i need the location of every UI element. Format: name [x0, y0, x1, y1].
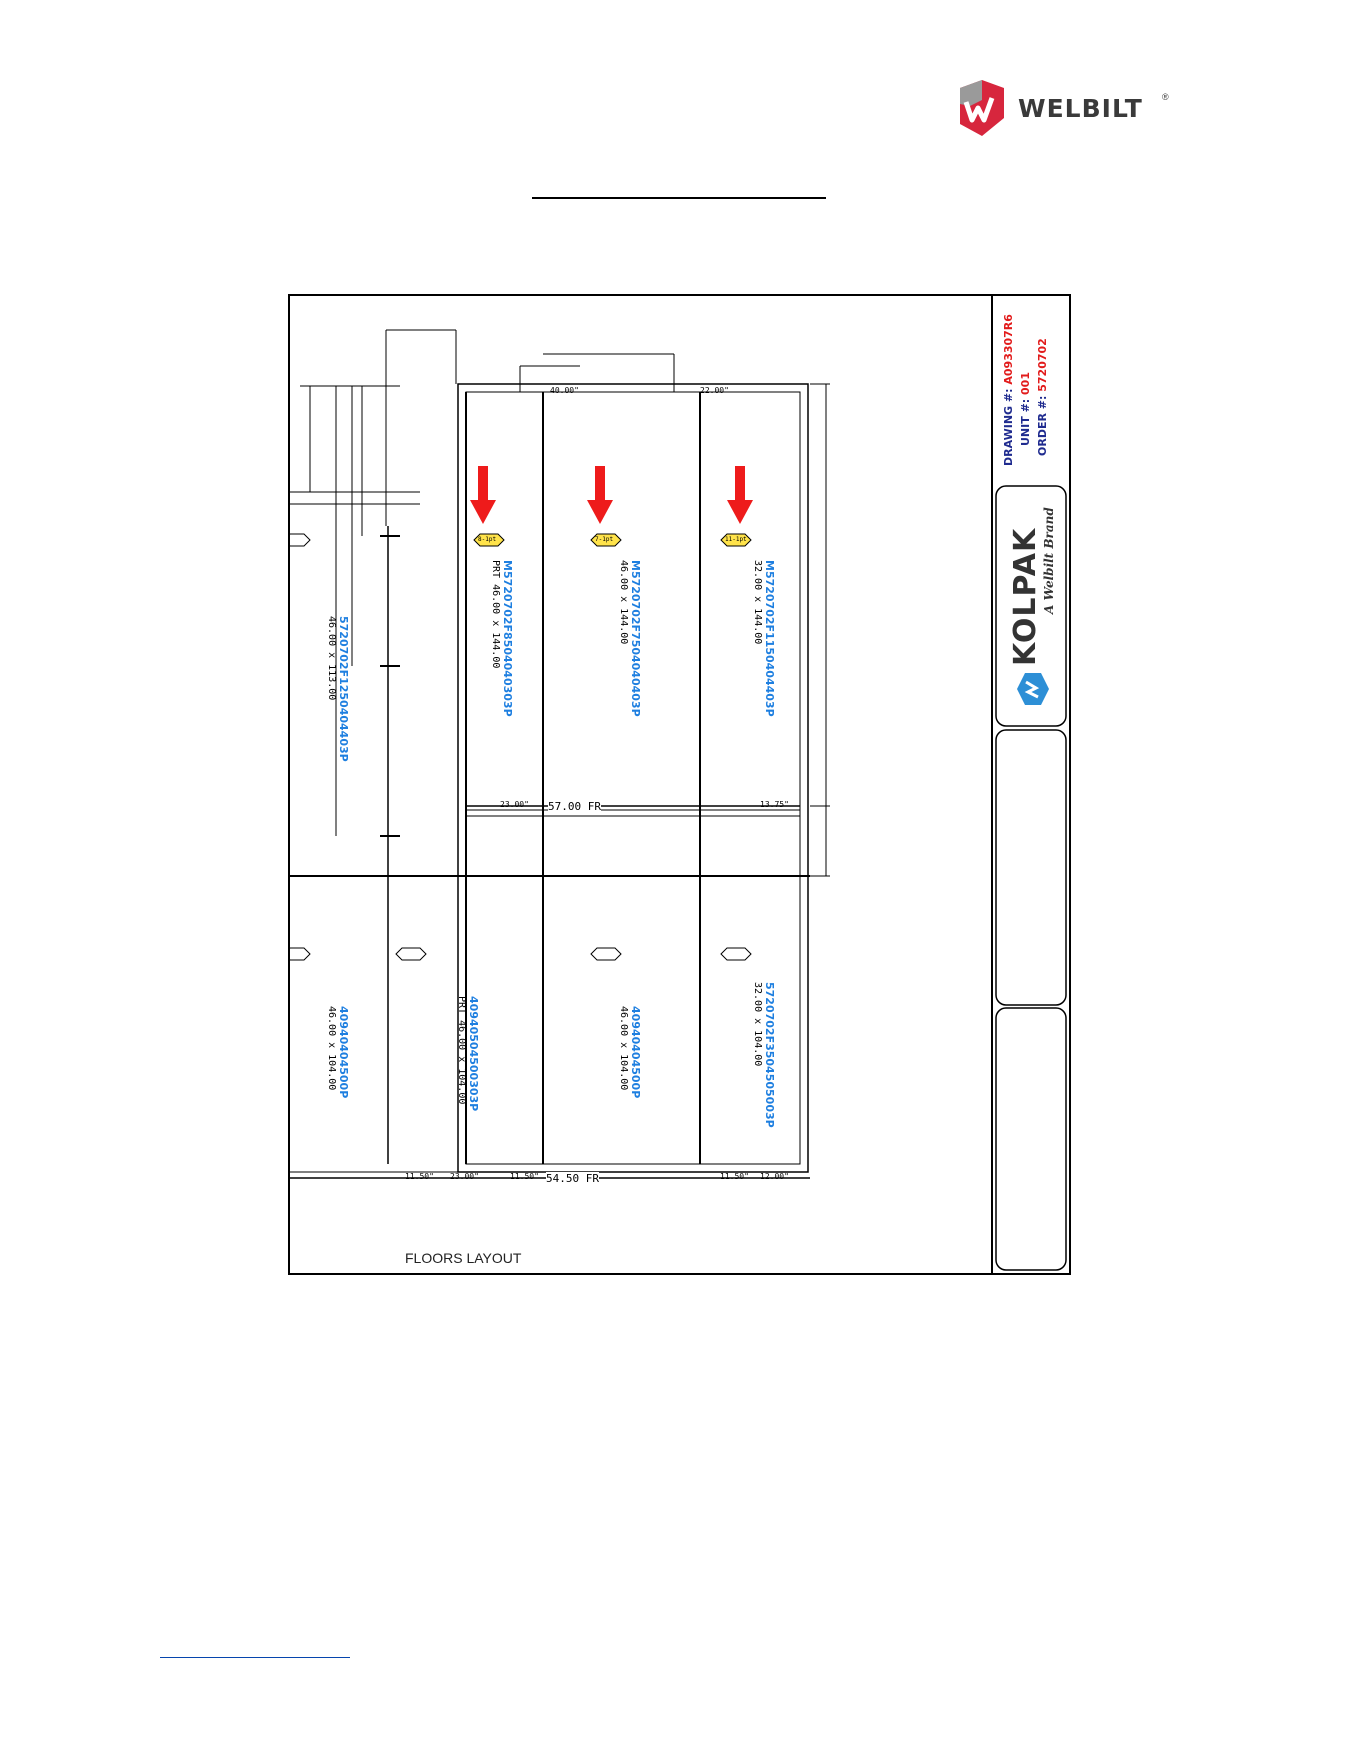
drawing-caption: FLOORS LAYOUT	[405, 1250, 522, 1266]
panel-tag: 11-1pt	[725, 536, 747, 543]
kolpak-logo: KOLPAK A Welbilt Brand	[1002, 496, 1064, 721]
footer-link[interactable]	[160, 1638, 350, 1658]
panel-label-5: 40940404500P 46.00 x 104.00	[326, 1006, 350, 1099]
panel-tag: 7-1pt	[595, 536, 614, 543]
title-underline	[532, 197, 826, 199]
dimension-label: 11.50"	[720, 1172, 749, 1181]
kolpak-wordmark: KOLPAK	[1008, 527, 1043, 666]
panel-tag: 8-1pt	[478, 536, 497, 543]
panel-label-4: 5720702F1250404403P 46.00 x 113.00	[326, 616, 350, 762]
dimension-label: 22.00"	[700, 386, 729, 395]
registered-mark: ®	[1162, 92, 1169, 102]
fr-dimension-top: 57.00 FR	[548, 800, 601, 813]
fr-dimension-bottom: 54.50 FR	[546, 1172, 599, 1185]
panel-label-6: 40940504500303P PRT 46.00 x 104.00	[456, 996, 480, 1112]
panel-label-3: M5720702F1150404403P 32.00 x 144.00	[752, 560, 776, 717]
kolpak-emblem-icon	[1017, 673, 1049, 705]
title-block-numbers: DRAWING #: A093307R6 UNIT #: 001 ORDER #…	[1002, 314, 1049, 466]
kolpak-tagline: A Welbilt Brand	[1042, 507, 1056, 614]
dimension-label: 23.00"	[450, 1172, 479, 1181]
panel-label-2: M5720702F7504040403P 46.00 x 144.00	[618, 560, 642, 717]
red-arrow-icon	[727, 466, 753, 524]
welbilt-wordmark: WELBILT	[1018, 94, 1143, 123]
dimension-label: 11.50"	[510, 1172, 539, 1181]
dimension-label: 23.00"	[500, 800, 529, 809]
dimension-label: 11.50"	[405, 1172, 434, 1181]
welbilt-emblem-icon	[960, 80, 1004, 136]
drawing-linework	[290, 296, 1067, 1273]
floor-layout-drawing: M5720702F8504040303P PRT 46.00 x 144.00 …	[288, 294, 1071, 1275]
dimension-label: 40.00"	[550, 386, 579, 395]
dimension-label: 13.75"	[760, 800, 789, 809]
panel-label-7: 40940404500P 46.00 x 104.00	[618, 1006, 642, 1099]
panel-label-1: M5720702F8504040303P PRT 46.00 x 144.00	[490, 560, 514, 717]
panel-label-8: 5720702F3504505003P 32.00 x 104.00	[752, 982, 776, 1128]
welbilt-logo: WELBILT ®	[956, 80, 1176, 140]
dimension-label: 12.00"	[760, 1172, 789, 1181]
red-arrow-icon	[587, 466, 613, 524]
red-arrow-icon	[470, 466, 496, 524]
